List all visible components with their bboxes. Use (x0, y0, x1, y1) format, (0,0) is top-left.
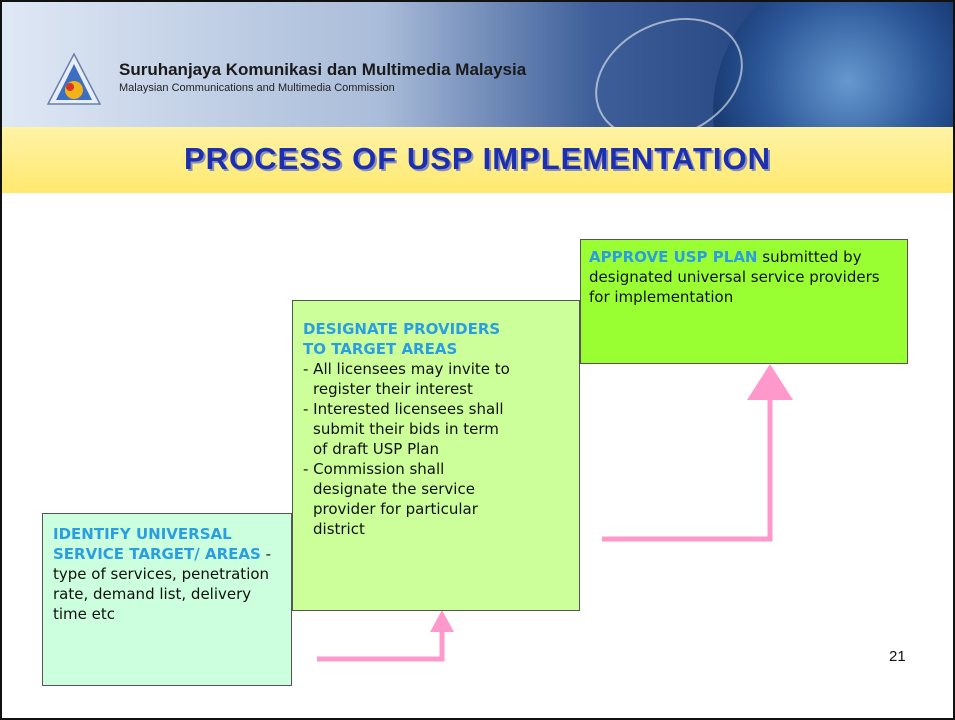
step-identify-body: - type of services, penetration rate, de… (53, 545, 271, 623)
bullet-1-line-b: register their interest (313, 380, 473, 398)
bullet-3-line-d: district (313, 520, 365, 538)
arrow-2-head (747, 364, 793, 400)
organization-name: Suruhanjaya Komunikasi dan Multimedia Ma… (119, 60, 527, 79)
step-designate-heading-2: TO TARGET AREAS (303, 340, 458, 358)
header-banner: Suruhanjaya Komunikasi dan Multimedia Ma… (2, 2, 953, 127)
step-approve-heading: APPROVE USP PLAN (589, 248, 758, 266)
step-approve-body: submitted by designated universal servic… (589, 248, 880, 306)
arrow-2-path (602, 387, 773, 542)
bullet-2-line-c: of draft USP Plan (313, 440, 439, 458)
arrow-1-path (317, 630, 445, 662)
bullet-3-line-b: designate the service (313, 480, 475, 498)
page-number: 21 (889, 648, 906, 665)
title-bar: PROCESS OF USP IMPLEMENTATION (2, 127, 953, 193)
step-designate-box: DESIGNATE PROVIDERS TO TARGET AREAS - Al… (292, 300, 580, 611)
step-identify-box: IDENTIFY UNIVERSAL SERVICE TARGET/ AREAS… (42, 513, 292, 686)
step-approve-box: APPROVE USP PLAN submitted by designated… (580, 239, 908, 364)
slide-title: PROCESS OF USP IMPLEMENTATION (183, 141, 772, 176)
organization-subtitle: Malaysian Communications and Multimedia … (119, 82, 395, 94)
globe-graphic (713, 2, 953, 127)
mcmc-logo-icon (46, 52, 102, 105)
bullet-1-line-a: - All licensees may invite to (303, 360, 510, 378)
bullet-3-line-c: provider for particular (313, 500, 478, 518)
bullet-3-line-a: - Commission shall (303, 460, 445, 478)
step-identify-heading: IDENTIFY UNIVERSAL SERVICE TARGET/ AREAS (53, 525, 261, 563)
bullet-2-line-b: submit their bids in term (313, 420, 499, 438)
step-designate-heading-1: DESIGNATE PROVIDERS (303, 320, 501, 338)
bullet-2-line-a: - Interested licensees shall (303, 400, 504, 418)
arrow-1-head (430, 610, 454, 632)
